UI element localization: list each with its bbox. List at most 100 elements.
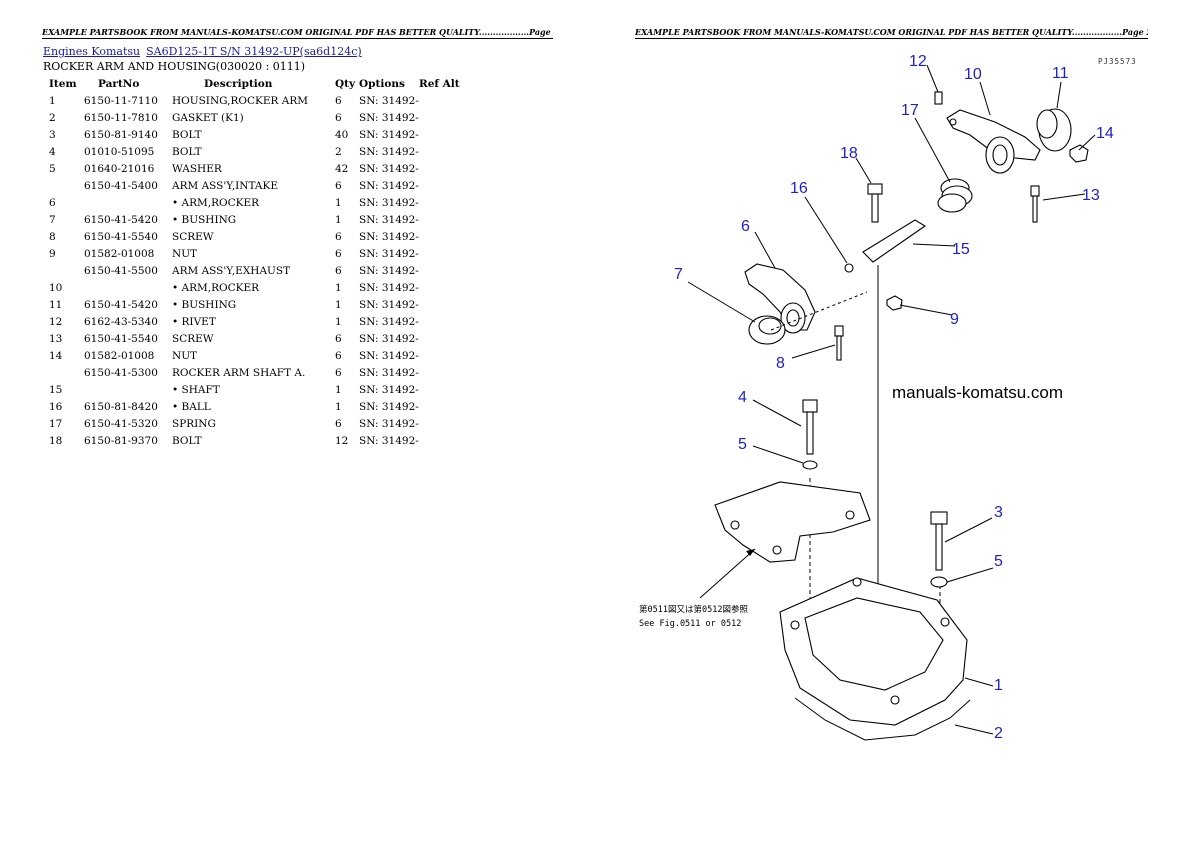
cell-refalt bbox=[419, 279, 479, 296]
callout-1: 1 bbox=[994, 677, 1003, 694]
column-header-description: Description bbox=[204, 78, 273, 90]
exploded-parts-diagram: PJ35573 bbox=[639, 53, 1137, 742]
cell-partno: 6162-43-5340 bbox=[84, 315, 158, 328]
column-header-options: Options bbox=[359, 78, 405, 90]
cell-qty: 1 bbox=[335, 315, 342, 328]
cell-qty: 6 bbox=[335, 264, 342, 277]
cell-item: 2 bbox=[49, 111, 56, 124]
cell-item: 5 bbox=[49, 162, 56, 175]
callout-8: 8 bbox=[776, 355, 785, 372]
adjusting-screw bbox=[834, 325, 844, 361]
exhaust-rocker-arm bbox=[946, 109, 1041, 174]
spring bbox=[937, 178, 973, 213]
cell-options: SN: 31492- bbox=[359, 298, 419, 311]
cell-refalt bbox=[419, 415, 479, 432]
cell-qty: 6 bbox=[335, 111, 342, 124]
cell-description: SPRING bbox=[172, 417, 216, 430]
cell-description: • SHAFT bbox=[172, 383, 220, 396]
cell-partno: 01640-21016 bbox=[84, 162, 155, 175]
cell-item: 8 bbox=[49, 230, 56, 243]
cell-refalt bbox=[419, 313, 479, 330]
callout-15: 15 bbox=[952, 241, 970, 258]
gasket bbox=[794, 697, 971, 741]
breadcrumb-link-engines[interactable]: Engines Komatsu bbox=[43, 45, 141, 58]
cell-item: 15 bbox=[49, 383, 63, 396]
column-header-qty: Qty bbox=[335, 78, 356, 90]
callout-16: 16 bbox=[790, 180, 808, 197]
cell-description: • ARM,ROCKER bbox=[172, 196, 260, 209]
cell-partno: 6150-41-5540 bbox=[84, 332, 158, 345]
cell-refalt bbox=[419, 296, 479, 313]
exhaust-bushing bbox=[1036, 108, 1072, 152]
bracket-hole bbox=[772, 545, 782, 555]
cell-item: 13 bbox=[49, 332, 63, 345]
cell-item bbox=[43, 262, 84, 279]
cell-qty: 6 bbox=[335, 94, 342, 107]
bracket bbox=[714, 481, 871, 563]
cell-refalt bbox=[419, 364, 479, 381]
callout-6: 6 bbox=[741, 218, 750, 235]
cell-qty: 1 bbox=[335, 383, 342, 396]
cell-refalt bbox=[419, 245, 479, 262]
cell-options: SN: 31492- bbox=[359, 349, 419, 362]
cell-refalt bbox=[419, 398, 479, 415]
cell-qty: 1 bbox=[335, 298, 342, 311]
cell-description: • BUSHING bbox=[172, 298, 237, 311]
callout-18: 18 bbox=[840, 145, 858, 162]
cell-refalt bbox=[419, 194, 479, 211]
nut bbox=[1069, 144, 1089, 163]
cell-options: SN: 31492- bbox=[359, 264, 419, 277]
cell-item: 17 bbox=[49, 417, 63, 430]
drawing-code: PJ35573 bbox=[1098, 57, 1137, 66]
cell-item: 16 bbox=[49, 400, 63, 413]
cell-qty: 6 bbox=[335, 179, 342, 192]
cell-description: • ARM,ROCKER bbox=[172, 281, 260, 294]
cell-partno: 6150-81-8420 bbox=[84, 400, 158, 413]
cell-partno: 6150-41-5420 bbox=[84, 213, 158, 226]
breadcrumb-link-model[interactable]: SA6D125-1T S/N 31492-UP(sa6d124c) bbox=[146, 45, 362, 58]
cell-refalt bbox=[419, 381, 479, 398]
cell-description: NUT bbox=[172, 247, 198, 260]
cell-qty: 1 bbox=[335, 196, 342, 209]
cell-description: • BUSHING bbox=[172, 213, 237, 226]
cell-options: SN: 31492- bbox=[359, 162, 419, 175]
adjusting-nut bbox=[886, 295, 903, 311]
cell-item: 6 bbox=[49, 196, 56, 209]
cell-partno: 6150-81-9370 bbox=[84, 434, 158, 447]
cell-options: SN: 31492- bbox=[359, 213, 419, 226]
cell-qty: 6 bbox=[335, 247, 342, 260]
ball bbox=[844, 263, 854, 273]
cell-item: 11 bbox=[49, 298, 63, 311]
bracket-hole bbox=[845, 510, 855, 520]
cell-item: 7 bbox=[49, 213, 56, 226]
callout-2: 2 bbox=[994, 725, 1003, 742]
cell-refalt bbox=[419, 228, 479, 245]
cell-qty: 6 bbox=[335, 332, 342, 345]
cell-description: SCREW bbox=[172, 230, 214, 243]
rivet bbox=[934, 91, 943, 105]
cell-options: SN: 31492- bbox=[359, 128, 419, 141]
cell-options: SN: 31492- bbox=[359, 281, 419, 294]
cell-options: SN: 31492- bbox=[359, 434, 419, 447]
cell-options: SN: 31492- bbox=[359, 111, 419, 124]
callout-14: 14 bbox=[1096, 125, 1114, 142]
cell-refalt bbox=[419, 347, 479, 364]
cell-qty: 12 bbox=[335, 434, 349, 447]
cell-partno: 6150-11-7110 bbox=[84, 94, 158, 107]
cell-description: HOUSING,ROCKER ARM bbox=[172, 94, 309, 107]
callout-13: 13 bbox=[1082, 187, 1100, 204]
cell-refalt bbox=[419, 92, 479, 109]
